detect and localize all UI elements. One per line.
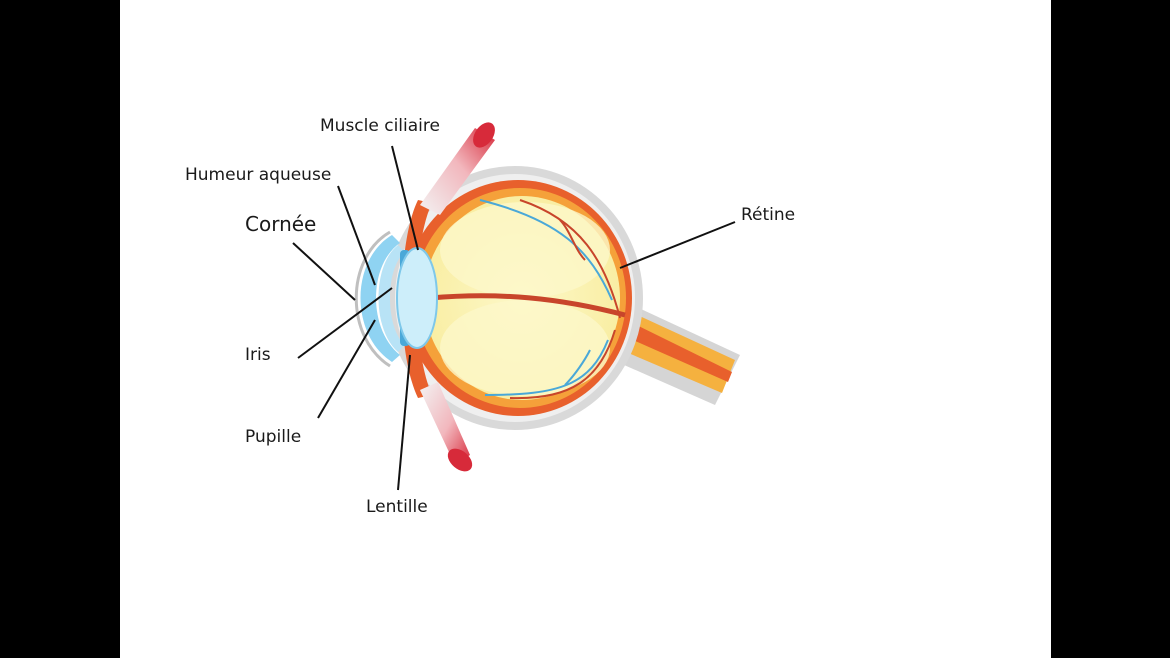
- leader-retine: [619, 221, 736, 269]
- label-pupille: Pupille: [245, 427, 301, 447]
- leader-iris: [297, 287, 393, 359]
- muscle-top-tip: [473, 122, 495, 148]
- muscle-bottom-tip: [447, 448, 473, 472]
- leader-cornee: [292, 242, 356, 301]
- lens: [396, 247, 438, 349]
- label-lentille: Lentille: [366, 497, 428, 517]
- aqueous-humor: [378, 245, 405, 352]
- retinal-vessels: [479, 199, 621, 400]
- label-cornee: Cornée: [245, 212, 316, 236]
- leader-pupille: [317, 319, 376, 419]
- vitreous-upper-lobe: [440, 202, 610, 298]
- label-retine: Rétine: [741, 205, 795, 225]
- leader-muscle-ciliaire: [391, 145, 419, 251]
- leader-humeur-aqueuse: [337, 185, 376, 286]
- leader-lentille: [397, 354, 411, 491]
- muscle-bottom: [420, 382, 470, 465]
- label-humeur-aqueuse: Humeur aqueuse: [185, 165, 331, 185]
- letterbox-left: [0, 0, 120, 658]
- letterbox-right: [1051, 0, 1170, 658]
- cornea: [360, 235, 400, 362]
- vitreous-lower-lobe: [440, 300, 610, 396]
- cornea-outer: [354, 230, 391, 368]
- muscle-top: [420, 128, 495, 215]
- central-artery: [429, 293, 626, 318]
- label-iris: Iris: [245, 345, 271, 365]
- label-muscle-ciliaire: Muscle ciliaire: [320, 116, 440, 136]
